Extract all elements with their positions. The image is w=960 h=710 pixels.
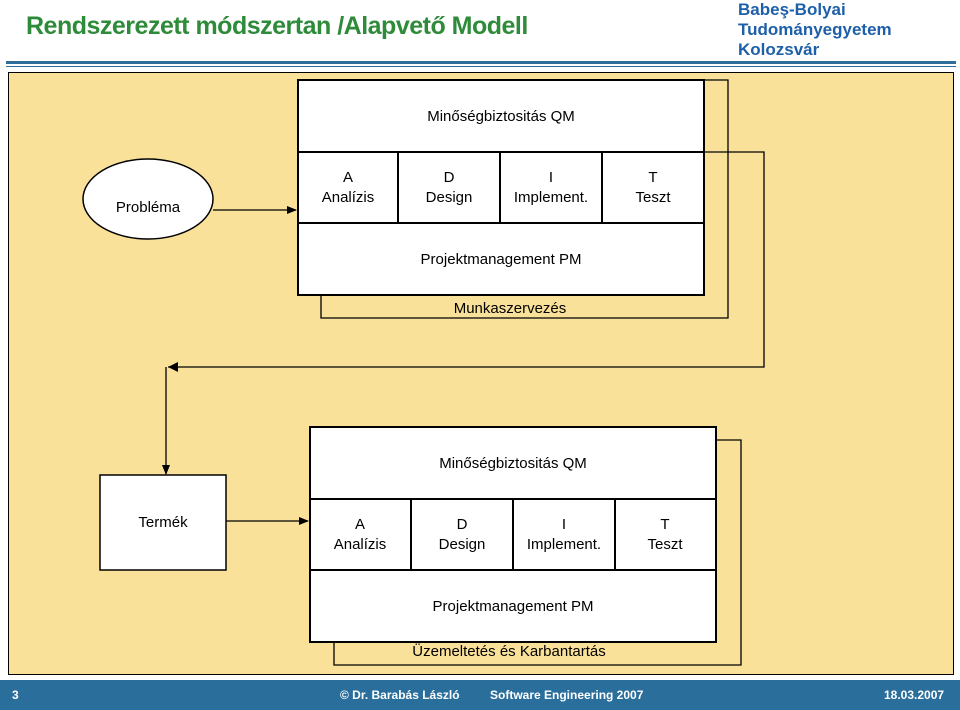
top-phase-d-name: Design — [426, 189, 473, 206]
bottom-phase-d-name: Design — [439, 536, 486, 553]
bottom-outer-frame — [333, 439, 742, 666]
problem-label: Probléma — [116, 199, 181, 216]
top-qm-label: Minőségbiztositás QM — [427, 108, 575, 125]
top-model — [82, 79, 729, 319]
bottom-phase-i-name: Implement. — [527, 536, 601, 553]
bottom-phase-d-letter: D — [457, 516, 468, 533]
top-phase-i-letter: I — [549, 169, 553, 186]
bottom-phase-a-letter: A — [355, 516, 365, 533]
product-box — [99, 474, 227, 571]
university-name: Babeş-Bolyai Tudományegyetem Kolozsvár — [738, 0, 892, 60]
top-outer-frame — [320, 79, 729, 319]
slide-title: Rendszerezett módszertan /Alapvető Model… — [26, 12, 528, 40]
footer-bar: 3 © Dr. Barabás László Software Engineer… — [0, 680, 960, 710]
feedback-loop-line — [168, 151, 765, 368]
bottom-phase-a-name: Analízis — [334, 536, 387, 553]
bottom-phase-t-letter: T — [660, 516, 669, 533]
university-line-1: Babeş-Bolyai — [738, 0, 846, 19]
bottom-pm-label: Projektmanagement PM — [433, 598, 594, 615]
top-phase-a-letter: A — [343, 169, 353, 186]
university-line-3: Kolozsvár — [738, 40, 820, 59]
page-number: 3 — [12, 688, 19, 702]
top-bottom-label: Munkaszervezés — [454, 300, 567, 317]
product-label: Termék — [138, 514, 188, 531]
problem-ellipse — [82, 158, 214, 240]
top-phase-t-letter: T — [648, 169, 657, 186]
top-phase-a-name: Analízis — [322, 189, 375, 206]
footer-course: Software Engineering 2007 — [490, 688, 644, 702]
bottom-qm-label: Minőségbiztositás QM — [439, 455, 587, 472]
university-line-2: Tudományegyetem — [738, 20, 892, 39]
footer-author: © Dr. Barabás László — [340, 688, 460, 702]
bottom-phase-i-letter: I — [562, 516, 566, 533]
top-phase-i-name: Implement. — [514, 189, 588, 206]
top-phase-d-letter: D — [444, 169, 455, 186]
header-rule-thick — [6, 61, 956, 64]
header-rule-thin — [6, 66, 956, 67]
bottom-bottom-label: Üzemeltetés és Karbantartás — [412, 642, 605, 660]
footer-date: 18.03.2007 — [884, 688, 945, 702]
top-phase-t-name: Teszt — [635, 189, 671, 206]
feedback-loop-arrowhead-left — [168, 362, 178, 372]
top-pm-label: Projektmanagement PM — [421, 251, 582, 268]
bottom-phase-t-name: Teszt — [647, 536, 683, 553]
bottom-model — [99, 426, 742, 666]
